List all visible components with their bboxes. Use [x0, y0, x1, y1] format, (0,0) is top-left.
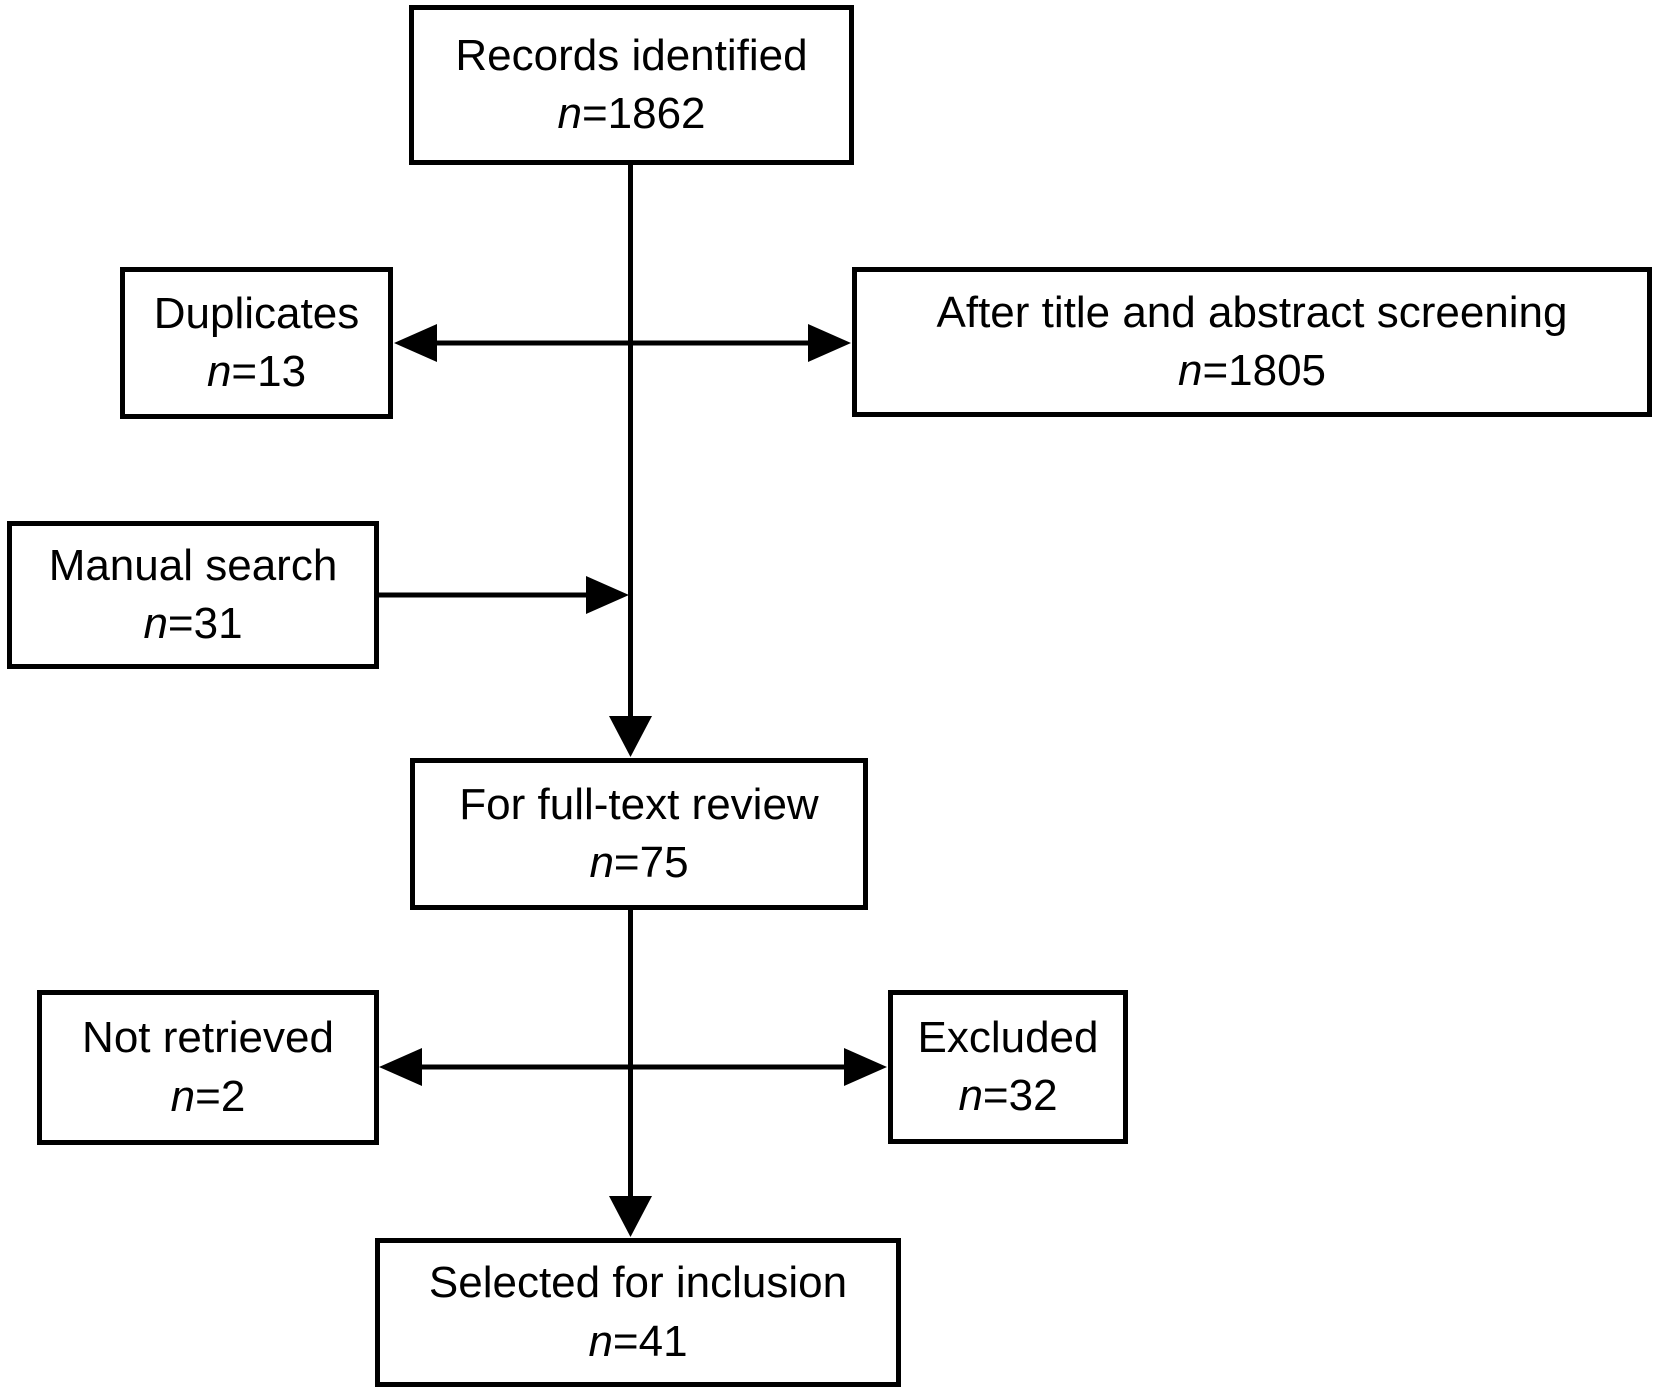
- n-value: =2: [195, 1071, 246, 1121]
- n-symbol: n: [958, 1071, 983, 1120]
- n-symbol: n: [588, 1316, 613, 1366]
- box-label: After title and abstract screening: [936, 287, 1568, 337]
- n-value: =41: [612, 1316, 688, 1366]
- box-count: n=41: [588, 1313, 687, 1371]
- box-count: n=32: [958, 1067, 1057, 1125]
- box-label: Records identified: [455, 30, 808, 80]
- arrowhead-right-icon: [808, 324, 851, 362]
- records-identified-box: Records identified n=1862: [409, 5, 854, 165]
- not-retrieved-box: Not retrieved n=2: [37, 990, 379, 1145]
- box-count: n=75: [589, 834, 688, 892]
- duplicates-box: Duplicates n=13: [120, 267, 393, 419]
- arrowhead-down-icon: [609, 716, 652, 757]
- box-label: Duplicates: [153, 288, 360, 338]
- selected-for-inclusion-box: Selected for inclusion n=41: [375, 1238, 901, 1387]
- arrowhead-left-icon: [379, 1048, 422, 1086]
- box-label: For full-text review: [459, 779, 819, 829]
- n-value: =13: [231, 347, 307, 396]
- connector-manual-to-spine: [378, 576, 629, 614]
- arrowhead-right-icon: [586, 576, 629, 614]
- n-value: =31: [167, 599, 243, 648]
- n-symbol: n: [1177, 346, 1203, 395]
- n-value: =1805: [1202, 346, 1327, 395]
- connector-records-to-fulltext: [609, 162, 652, 757]
- box-count: n=1862: [557, 85, 705, 143]
- excluded-box: Excluded n=32: [888, 990, 1128, 1144]
- manual-search-box: Manual search n=31: [7, 521, 379, 669]
- n-symbol: n: [589, 838, 614, 887]
- box-label: Selected for inclusion: [428, 1258, 848, 1308]
- arrowhead-right-icon: [844, 1048, 887, 1086]
- connector-fulltext-to-selected: [609, 907, 652, 1237]
- box-label: Not retrieved: [82, 1013, 334, 1063]
- box-count: n=2: [171, 1068, 246, 1126]
- box-count: n=13: [207, 343, 306, 401]
- title-abstract-screening-box: After title and abstract screening n=180…: [852, 267, 1652, 417]
- n-symbol: n: [557, 89, 582, 138]
- n-value: =1862: [581, 89, 706, 138]
- n-symbol: n: [206, 347, 232, 396]
- n-symbol: n: [170, 1071, 196, 1121]
- arrowhead-left-icon: [394, 324, 437, 362]
- box-count: n=31: [143, 595, 242, 653]
- box-count: n=1805: [1178, 342, 1326, 400]
- arrowhead-down-icon: [609, 1196, 652, 1237]
- n-value: =75: [613, 838, 689, 887]
- box-label: Excluded: [917, 1012, 1099, 1062]
- n-value: =32: [982, 1071, 1058, 1120]
- n-symbol: n: [143, 599, 168, 648]
- connector-duplicates-screening: [394, 324, 851, 362]
- full-text-review-box: For full-text review n=75: [410, 758, 868, 910]
- box-label: Manual search: [48, 540, 338, 590]
- connector-notretrieved-excluded: [379, 1048, 887, 1086]
